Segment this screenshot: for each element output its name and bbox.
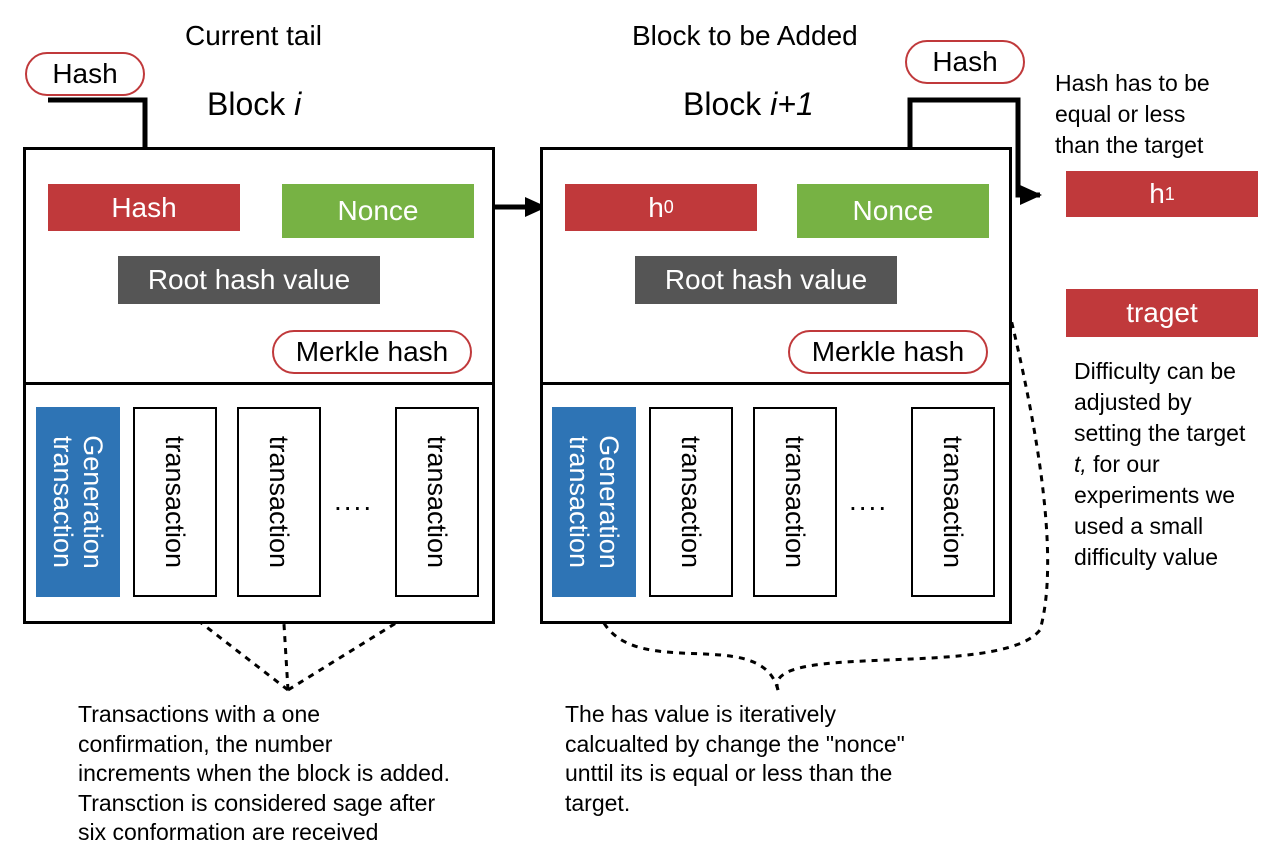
block-next-root-hash: Root hash value: [635, 256, 897, 304]
block-i-root-hash: Root hash value: [118, 256, 380, 304]
block-i-hash: Hash: [48, 184, 240, 231]
block-i-merkle-hash: Merkle hash: [272, 330, 472, 374]
block-next-tx-1: transaction: [649, 407, 733, 597]
block-next-nonce: Nonce: [797, 184, 989, 238]
note-arrow-generation: [593, 605, 780, 691]
confirmation-note: Transactions with a one confirmation, th…: [78, 701, 451, 845]
block-next-tx-2: transaction: [753, 407, 837, 597]
next-hash-arrow: [907, 97, 1042, 205]
block-next-merkle-hash: Merkle hash: [788, 330, 988, 374]
prev-hash-pill: Hash: [25, 52, 145, 96]
prev-hash-arrow: [48, 97, 155, 172]
block-i-tx-n: transaction: [395, 407, 479, 597]
hash-condition-text: Hash has to be equal or less than the ta…: [1055, 70, 1210, 158]
note-arrow-tx2: [276, 606, 291, 691]
block-next-tx-n: transaction: [911, 407, 995, 597]
target-box: traget: [1066, 289, 1258, 337]
block-i-divider: [23, 382, 495, 385]
block-i-nonce: Nonce: [282, 184, 474, 238]
block-i-tx-1: transaction: [133, 407, 217, 597]
block-i-title: Block i: [207, 86, 302, 122]
note-arrow-nonce: [775, 236, 1050, 691]
block-next-divider: [540, 382, 1012, 385]
block-i-ellipsis: ....: [334, 485, 374, 516]
block-to-add-heading: Block to be Added: [632, 20, 858, 51]
nonce-iteration-note: The has value is iteratively calcualted …: [565, 701, 905, 816]
block-next-ellipsis: ....: [849, 485, 889, 516]
block-i-tx-2: transaction: [237, 407, 321, 597]
next-hash-pill: Hash: [905, 40, 1025, 84]
difficulty-text: Difficulty can be adjusted by setting th…: [1074, 358, 1246, 570]
current-tail-heading: Current tail: [185, 20, 322, 51]
block-next-title: Block i+1: [683, 86, 814, 122]
